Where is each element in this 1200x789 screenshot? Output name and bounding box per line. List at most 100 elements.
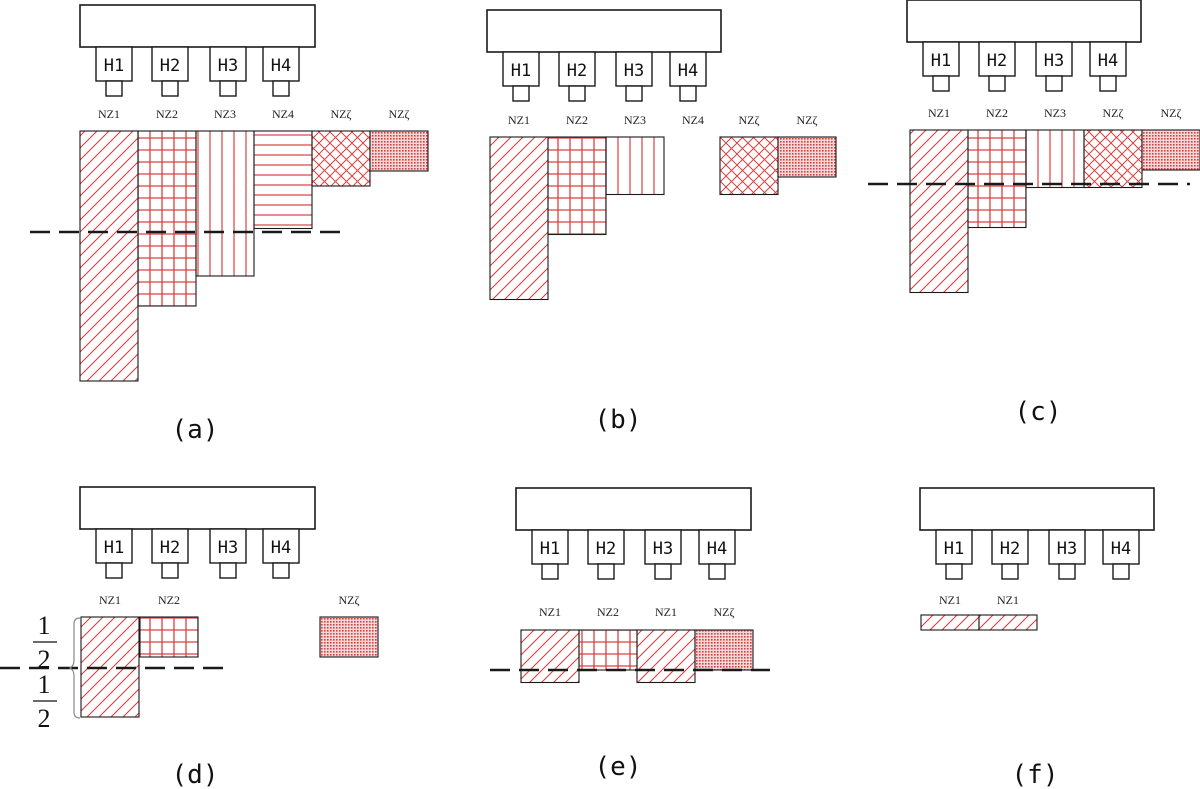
tool-head-h2: H2 [151, 46, 189, 97]
tool-head-assembly: H1 H2 H3 H4 [515, 487, 752, 580]
head-label: H4 [271, 538, 291, 558]
head-label: H3 [218, 538, 238, 558]
tool-head-h1: H1 [531, 529, 569, 580]
zone-block-nzζ [1141, 129, 1200, 171]
zone-block-nz1 [489, 136, 549, 301]
tool-head-h1: H1 [502, 51, 540, 102]
zone-block-nzζ [319, 616, 379, 658]
tool-head-assembly: H1 H2 H3 H4 [486, 9, 722, 102]
zone-block-nzζ [369, 130, 429, 172]
zone-label: NZ4 [682, 113, 704, 127]
zone-block-nz2 [547, 136, 607, 236]
head-label: H1 [540, 539, 560, 559]
tool-head-h2: H2 [558, 51, 596, 102]
zone-label: NZ1 [539, 605, 561, 619]
zone-block-nz3 [195, 130, 255, 277]
head-label: H4 [1098, 51, 1118, 71]
zone-label: NZ3 [214, 107, 236, 121]
tool-head-h2: H2 [991, 529, 1029, 580]
tool-head-h1: H1 [95, 528, 133, 579]
head-label: H2 [160, 56, 180, 76]
panel-f: H1 H2 H3 H4 NZ1 NZ1 (f) [919, 487, 1155, 789]
panel-caption: (d) [172, 760, 219, 789]
zone-label: NZ2 [156, 107, 178, 121]
tool-head-assembly: H1 H2 H3 H4 [79, 486, 316, 579]
zone-label: NZζ [331, 107, 352, 121]
zone-block-nz2 [967, 129, 1027, 229]
zone-block-nz2 [137, 130, 197, 307]
head-label: H2 [596, 539, 616, 559]
zone-label: NZ2 [566, 113, 588, 127]
fraction-lower: 1 2 [33, 670, 57, 733]
svg-text:1: 1 [38, 670, 51, 699]
tool-head-h2: H2 [151, 528, 189, 579]
zone-block-nz3 [605, 136, 665, 196]
zone-block-nzζ [311, 130, 371, 187]
head-label: H2 [1000, 539, 1020, 559]
tool-head-h4: H4 [698, 529, 736, 580]
head-beam [79, 486, 316, 530]
zone-label: NZ3 [624, 113, 646, 127]
zone-label: NZ1 [939, 593, 961, 607]
tool-head-h4: H4 [1089, 41, 1127, 92]
tool-head-h4: H4 [669, 51, 707, 102]
head-label: H2 [567, 61, 587, 81]
panel-b: H1 H2 H3 H4 NZ1 NZ2 NZ3 NZ4 NZζ NZζ (b) [486, 9, 837, 435]
head-label: H1 [104, 56, 124, 76]
zone-label: NZζ [339, 593, 360, 607]
tool-head-h1: H1 [95, 46, 133, 97]
tool-head-h3: H3 [209, 528, 247, 579]
zone-label: NZζ [739, 113, 760, 127]
zone-block-nzζ [719, 136, 779, 196]
panel-caption: (c) [1015, 397, 1062, 427]
zone-label: NZζ [797, 113, 818, 127]
panel-caption: (e) [595, 752, 642, 782]
head-label: H2 [160, 538, 180, 558]
zone-label: NZ4 [272, 107, 294, 121]
tool-head-h3: H3 [1035, 41, 1073, 92]
head-label: H1 [511, 61, 531, 81]
head-label: H3 [218, 56, 238, 76]
head-label: H3 [653, 539, 673, 559]
tool-head-h1: H1 [922, 41, 960, 92]
zone-block-nz1 [79, 130, 139, 382]
head-label: H3 [624, 61, 644, 81]
zone-block-nzζ [777, 136, 837, 178]
head-label: H1 [931, 51, 951, 71]
head-beam [79, 4, 316, 48]
head-beam [906, 0, 1142, 43]
zone-block-nz1 [978, 614, 1038, 631]
head-label: H1 [104, 538, 124, 558]
zone-label: NZ2 [158, 593, 180, 607]
tool-head-h3: H3 [615, 51, 653, 102]
tool-head-h4: H4 [262, 46, 300, 97]
zone-label: NZ2 [986, 106, 1008, 120]
tool-head-h3: H3 [1048, 529, 1086, 580]
panel-caption: (b) [595, 405, 642, 435]
tool-head-h3: H3 [209, 46, 247, 97]
zone-block-nzζ [694, 629, 754, 671]
head-label: H4 [1111, 539, 1131, 559]
panel-caption: (f) [1012, 760, 1059, 789]
panel-caption: (a) [172, 415, 219, 445]
zone-label: NZ1 [98, 107, 120, 121]
zone-label: NZ1 [997, 593, 1019, 607]
zones-group: NZ1 NZ2 NZ3 NZ4 NZζ NZζ [489, 113, 837, 301]
head-label: H3 [1044, 51, 1064, 71]
head-label: H4 [271, 56, 291, 76]
head-label: H1 [944, 539, 964, 559]
head-beam [486, 9, 722, 53]
zone-label: NZ1 [508, 113, 530, 127]
head-label: H4 [678, 61, 698, 81]
zone-label: NZζ [1103, 106, 1124, 120]
zone-label: NZ2 [597, 605, 619, 619]
